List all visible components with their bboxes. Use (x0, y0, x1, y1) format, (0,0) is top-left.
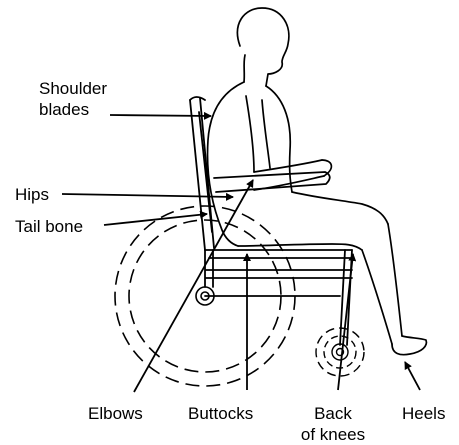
label-buttocks: Buttocks (188, 403, 253, 424)
label-back-of-knees-line2: of knees (299, 424, 367, 445)
tail-bone-arrow (104, 214, 207, 225)
label-elbows: Elbows (88, 403, 143, 424)
back-of-knees-arrow (338, 254, 353, 390)
shoulder-blades-arrow (110, 115, 211, 116)
label-heels: Heels (402, 403, 445, 424)
label-back-of-knees-line1: Back (299, 403, 367, 424)
seated-person (208, 8, 427, 355)
leader-arrows (62, 115, 420, 392)
label-tail-bone: Tail bone (15, 216, 83, 237)
label-shoulder-blades-line2: blades (39, 99, 107, 120)
label-hips: Hips (15, 184, 49, 205)
label-shoulder-blades-line1: Shoulder (39, 78, 107, 99)
label-shoulder-blades: Shoulder blades (39, 78, 107, 120)
label-back-of-knees: Back of knees (299, 403, 367, 445)
elbows-arrow (134, 180, 253, 392)
heels-arrow (405, 362, 420, 390)
